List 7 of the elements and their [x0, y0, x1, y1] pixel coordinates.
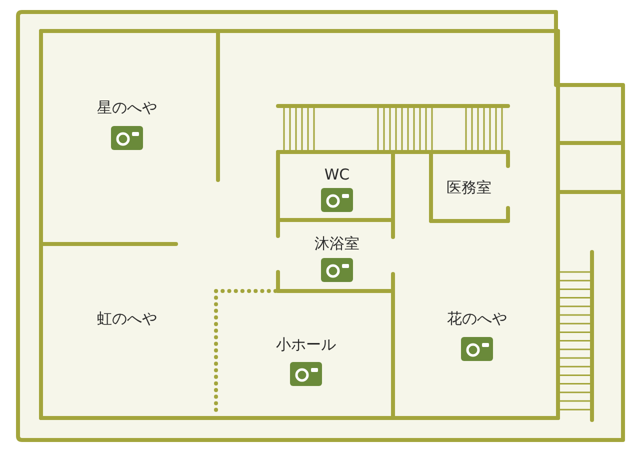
room-label: 小ホール [276, 338, 336, 352]
room-label: 花のへや [447, 312, 507, 326]
room-label: 虹のへや [97, 312, 157, 326]
room-label: 沐浴室 [314, 236, 360, 252]
room-label: 医務室 [446, 180, 492, 196]
room-label: 星のへや [97, 100, 157, 116]
room-label: WC [324, 168, 350, 182]
